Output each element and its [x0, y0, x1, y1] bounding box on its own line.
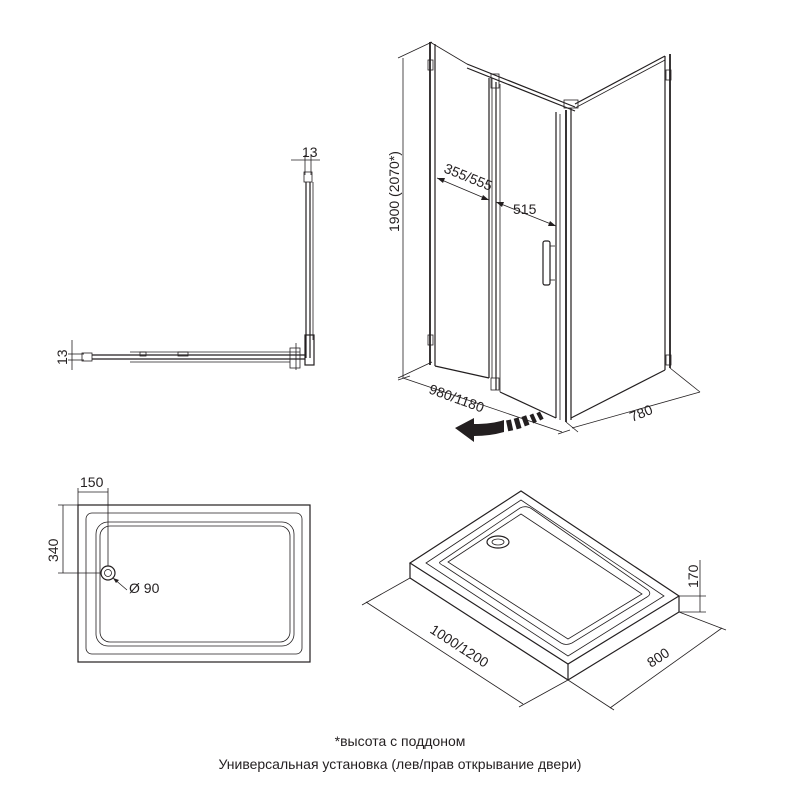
tray-height-label: 170: [685, 564, 701, 588]
plan-dim-left: 13: [54, 349, 70, 365]
tray-drain-offset-x: 150: [80, 474, 104, 490]
tray-drain-diameter: Ø 90: [129, 580, 160, 596]
tray-3d: 170 1000/1200 800: [361, 490, 727, 711]
enclosure-depth-label: 780: [627, 401, 655, 425]
plan-dim-top: 13: [302, 144, 318, 160]
tray-top-view: 150 340 Ø 90: [45, 474, 311, 663]
note-universal-install: Универсальная установка (лев/прав открыв…: [218, 756, 582, 772]
plan-view: 13 13: [54, 144, 320, 370]
enclosure-fixed-panel-label: 355/555: [442, 160, 495, 194]
door-direction-arrow-icon: [455, 411, 544, 442]
enclosure-height-label: 1900 (2070*): [386, 151, 402, 232]
enclosure-door-label: 515: [513, 201, 537, 217]
enclosure-3d: 1900 (2070*): [386, 41, 701, 442]
note-height-with-tray: *высота с поддоном: [334, 733, 466, 749]
drain-outer: [100, 565, 116, 581]
tray-drain-offset-y: 340: [45, 538, 61, 562]
enclosure-width-label: 980/1180: [427, 381, 487, 416]
tray-3d-drain: [486, 535, 510, 549]
